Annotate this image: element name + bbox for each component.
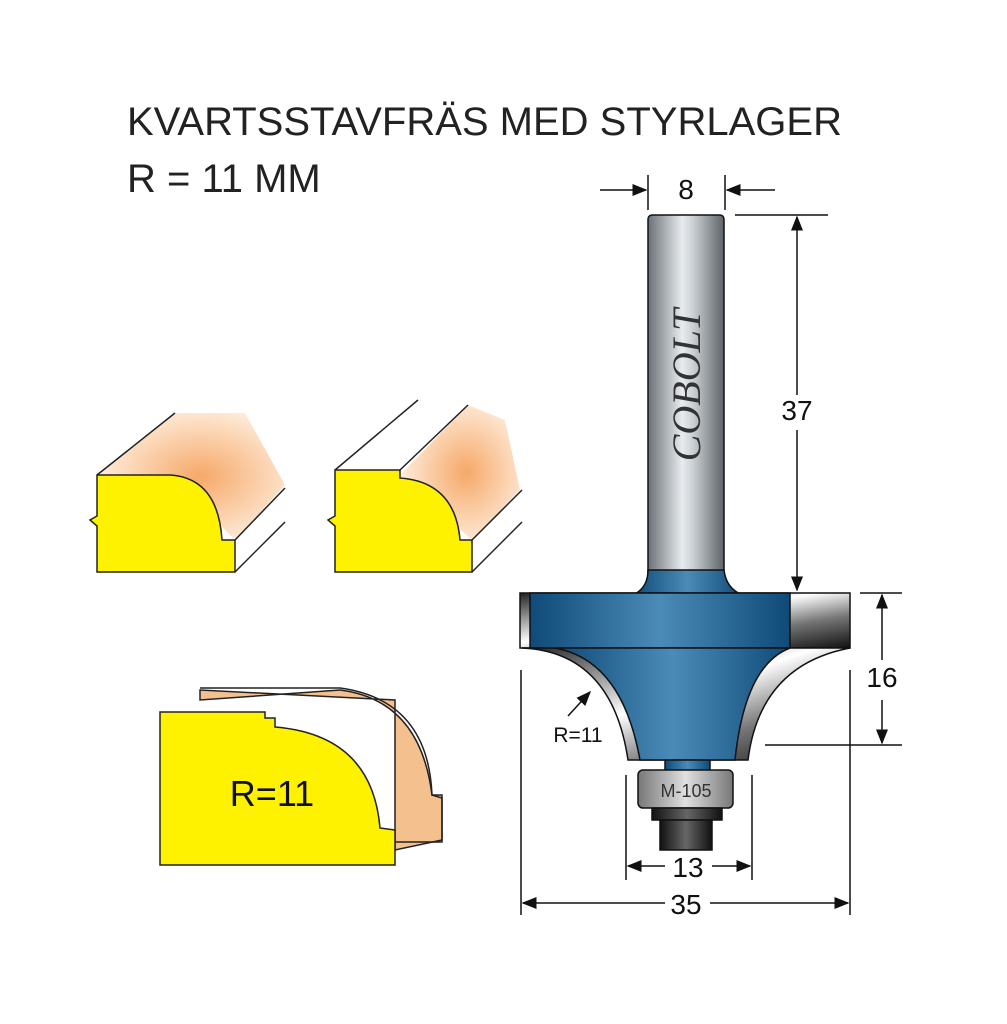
profile-cross-section	[159, 687, 443, 866]
dim-cutting-height: 16	[866, 662, 897, 693]
brand-logo: COBOLT	[664, 306, 709, 461]
dim-shank-length: 37	[781, 395, 812, 426]
dimension-lines	[520, 175, 902, 915]
dim-bearing-diameter: 13	[672, 852, 703, 883]
profile-illustration-1	[88, 412, 286, 573]
bearing-label: M-105	[660, 781, 711, 801]
bit-radius-label: R=11	[553, 724, 602, 747]
profile-radius-label: R=11	[230, 773, 314, 814]
profile-illustration-2	[326, 399, 523, 573]
title-line-1: KVARTSSTAVFRÄS MED STYRLAGER	[127, 100, 842, 144]
router-bit	[519, 214, 851, 851]
title-line-2: R = 11 MM	[127, 157, 321, 201]
dim-shank-diameter: 8	[678, 174, 694, 205]
dim-cutting-diameter: 35	[670, 889, 701, 920]
